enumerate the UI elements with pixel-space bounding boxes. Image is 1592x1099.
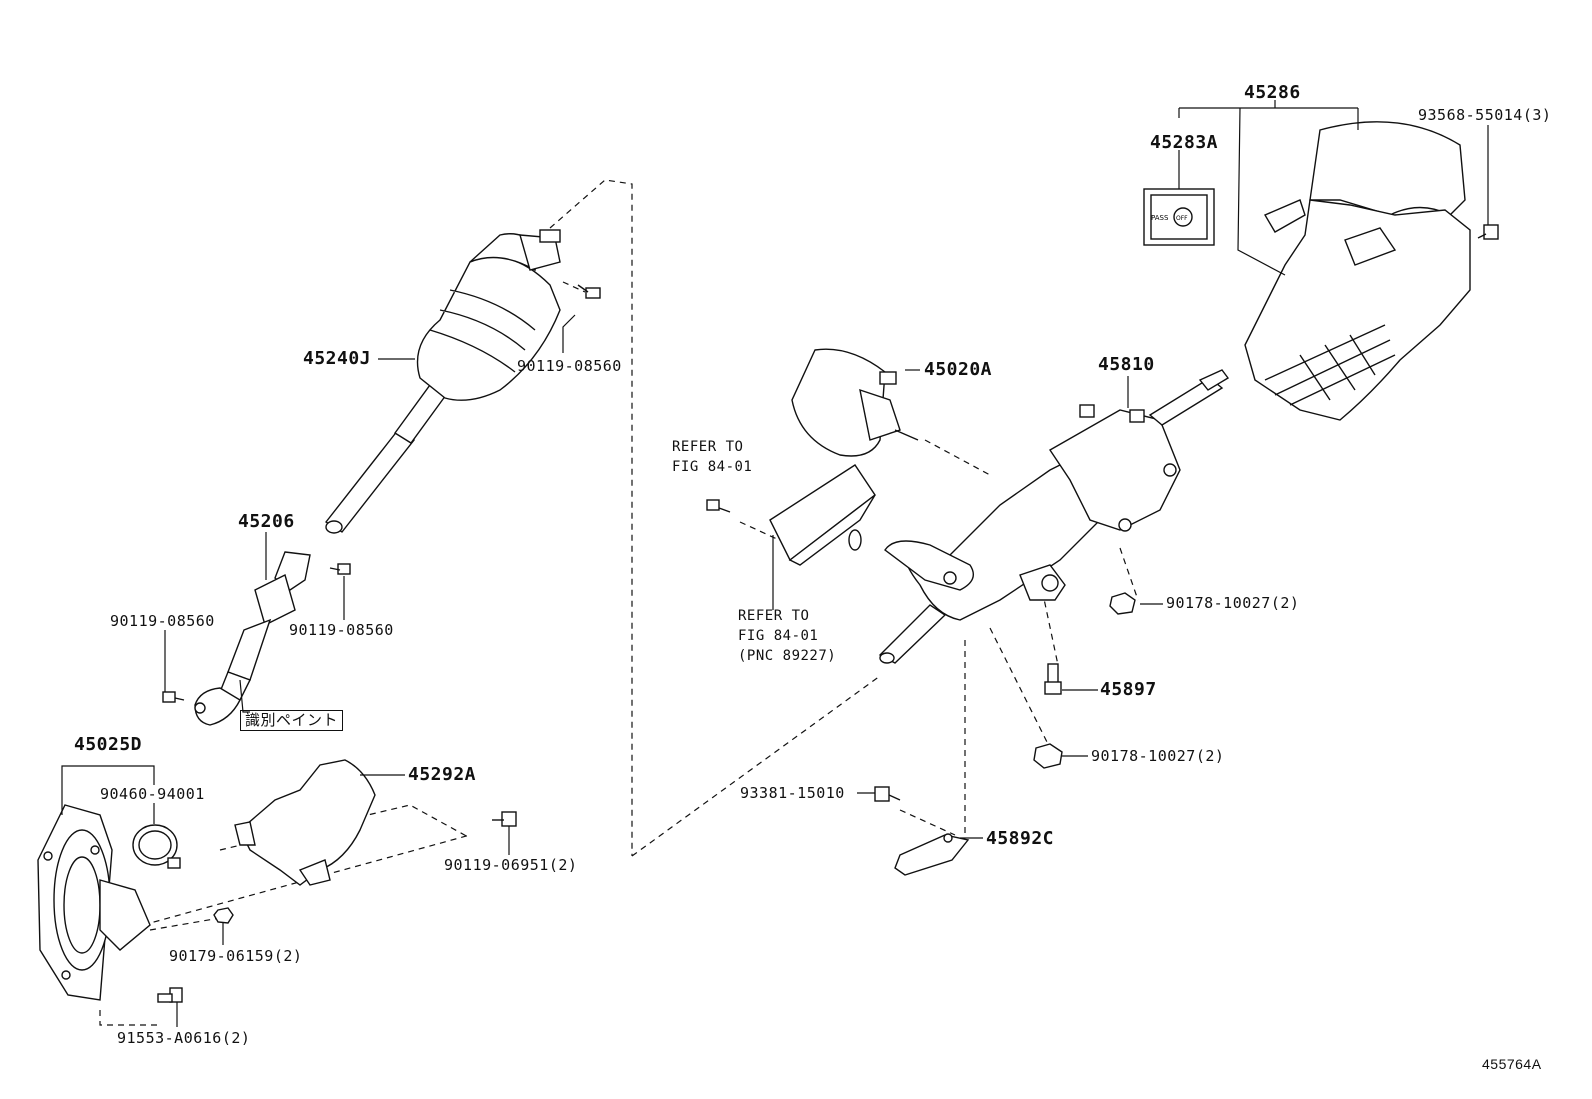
refer-note-upper-line2: FIG 84-01 — [672, 459, 753, 475]
part-label-90119-08560-mid: 90119-08560 — [289, 621, 394, 639]
part-label-93381-15010: 93381-15010 — [740, 784, 845, 802]
leader-lines — [61, 100, 1489, 1027]
part-label-45292a: 45292A — [408, 764, 477, 785]
part-label-45897: 45897 — [1100, 679, 1157, 700]
bolt-90119-top — [577, 284, 601, 299]
refer-note-lower-line2: FIG 84-01 — [738, 628, 819, 644]
bolt-90119-left — [162, 691, 185, 703]
bolt-90119-06951 — [492, 811, 517, 827]
column-hole-cover — [234, 759, 376, 886]
part-label-90178-10027-a: 90178-10027(2) — [1166, 594, 1300, 612]
ignition-lock-module — [791, 348, 919, 457]
part-label-45286: 45286 — [1244, 82, 1301, 103]
switch-cover-plate — [1143, 188, 1215, 246]
steering-intermediate-shaft — [324, 229, 561, 534]
part-label-45240j: 45240J — [303, 348, 372, 369]
part-label-90460-94001: 90460-94001 — [100, 785, 205, 803]
universal-joint-shaft — [194, 551, 311, 726]
refer-note-lower-line1: REFER TO — [738, 608, 810, 624]
control-unit-box — [769, 464, 876, 566]
bolt-90119-mid — [329, 563, 351, 575]
steering-column-assembly — [878, 369, 1230, 664]
refer-note-lower: REFER TO FIG 84-01 (PNC 89227) — [738, 606, 836, 666]
document-id: 455764A — [1482, 1056, 1542, 1072]
nut-90179 — [213, 907, 234, 924]
part-label-90119-08560-top: 90119-08560 — [517, 357, 622, 375]
switch-plate-center-text: OFF — [1176, 215, 1188, 222]
switch-plate-pass-text: PASS — [1151, 214, 1169, 222]
refer-note-upper-line1: REFER TO — [672, 439, 744, 455]
identification-paint-label: 識別ペイント — [240, 710, 344, 731]
part-label-91553-a0616: 91553-A0616(2) — [117, 1029, 251, 1047]
part-label-45892c: 45892C — [986, 828, 1055, 849]
column-cover-upper — [1244, 121, 1471, 421]
steering-column-dust-seal — [37, 804, 151, 1001]
bolt-45897 — [1044, 663, 1062, 695]
part-label-90179-06159: 90179-06159(2) — [169, 947, 303, 965]
clamp-ring-90460 — [132, 824, 181, 869]
refer-note-lower-line3: (PNC 89227) — [738, 648, 837, 664]
part-label-90178-10027-b: 90178-10027(2) — [1091, 747, 1225, 765]
bolt-93381 — [874, 786, 901, 802]
part-label-90119-08560-left: 90119-08560 — [110, 612, 215, 630]
refer-note-upper: REFER TO FIG 84-01 — [672, 437, 752, 477]
bolt-91553 — [157, 987, 183, 1003]
nut-90178-b — [1033, 743, 1063, 769]
part-label-90119-06951: 90119-06951(2) — [444, 856, 578, 874]
part-label-93568-55014: 93568-55014(3) — [1418, 106, 1552, 124]
screw-93568 — [1477, 224, 1499, 240]
part-label-45020a: 45020A — [924, 359, 993, 380]
part-label-45025d: 45025D — [74, 734, 143, 755]
bolt-refer-left — [706, 499, 731, 513]
part-label-45283a: 45283A — [1150, 132, 1219, 153]
part-label-45206: 45206 — [238, 511, 295, 532]
nut-90178-a — [1109, 592, 1136, 615]
bracket-45892c — [894, 833, 970, 876]
part-label-45810: 45810 — [1098, 354, 1155, 375]
